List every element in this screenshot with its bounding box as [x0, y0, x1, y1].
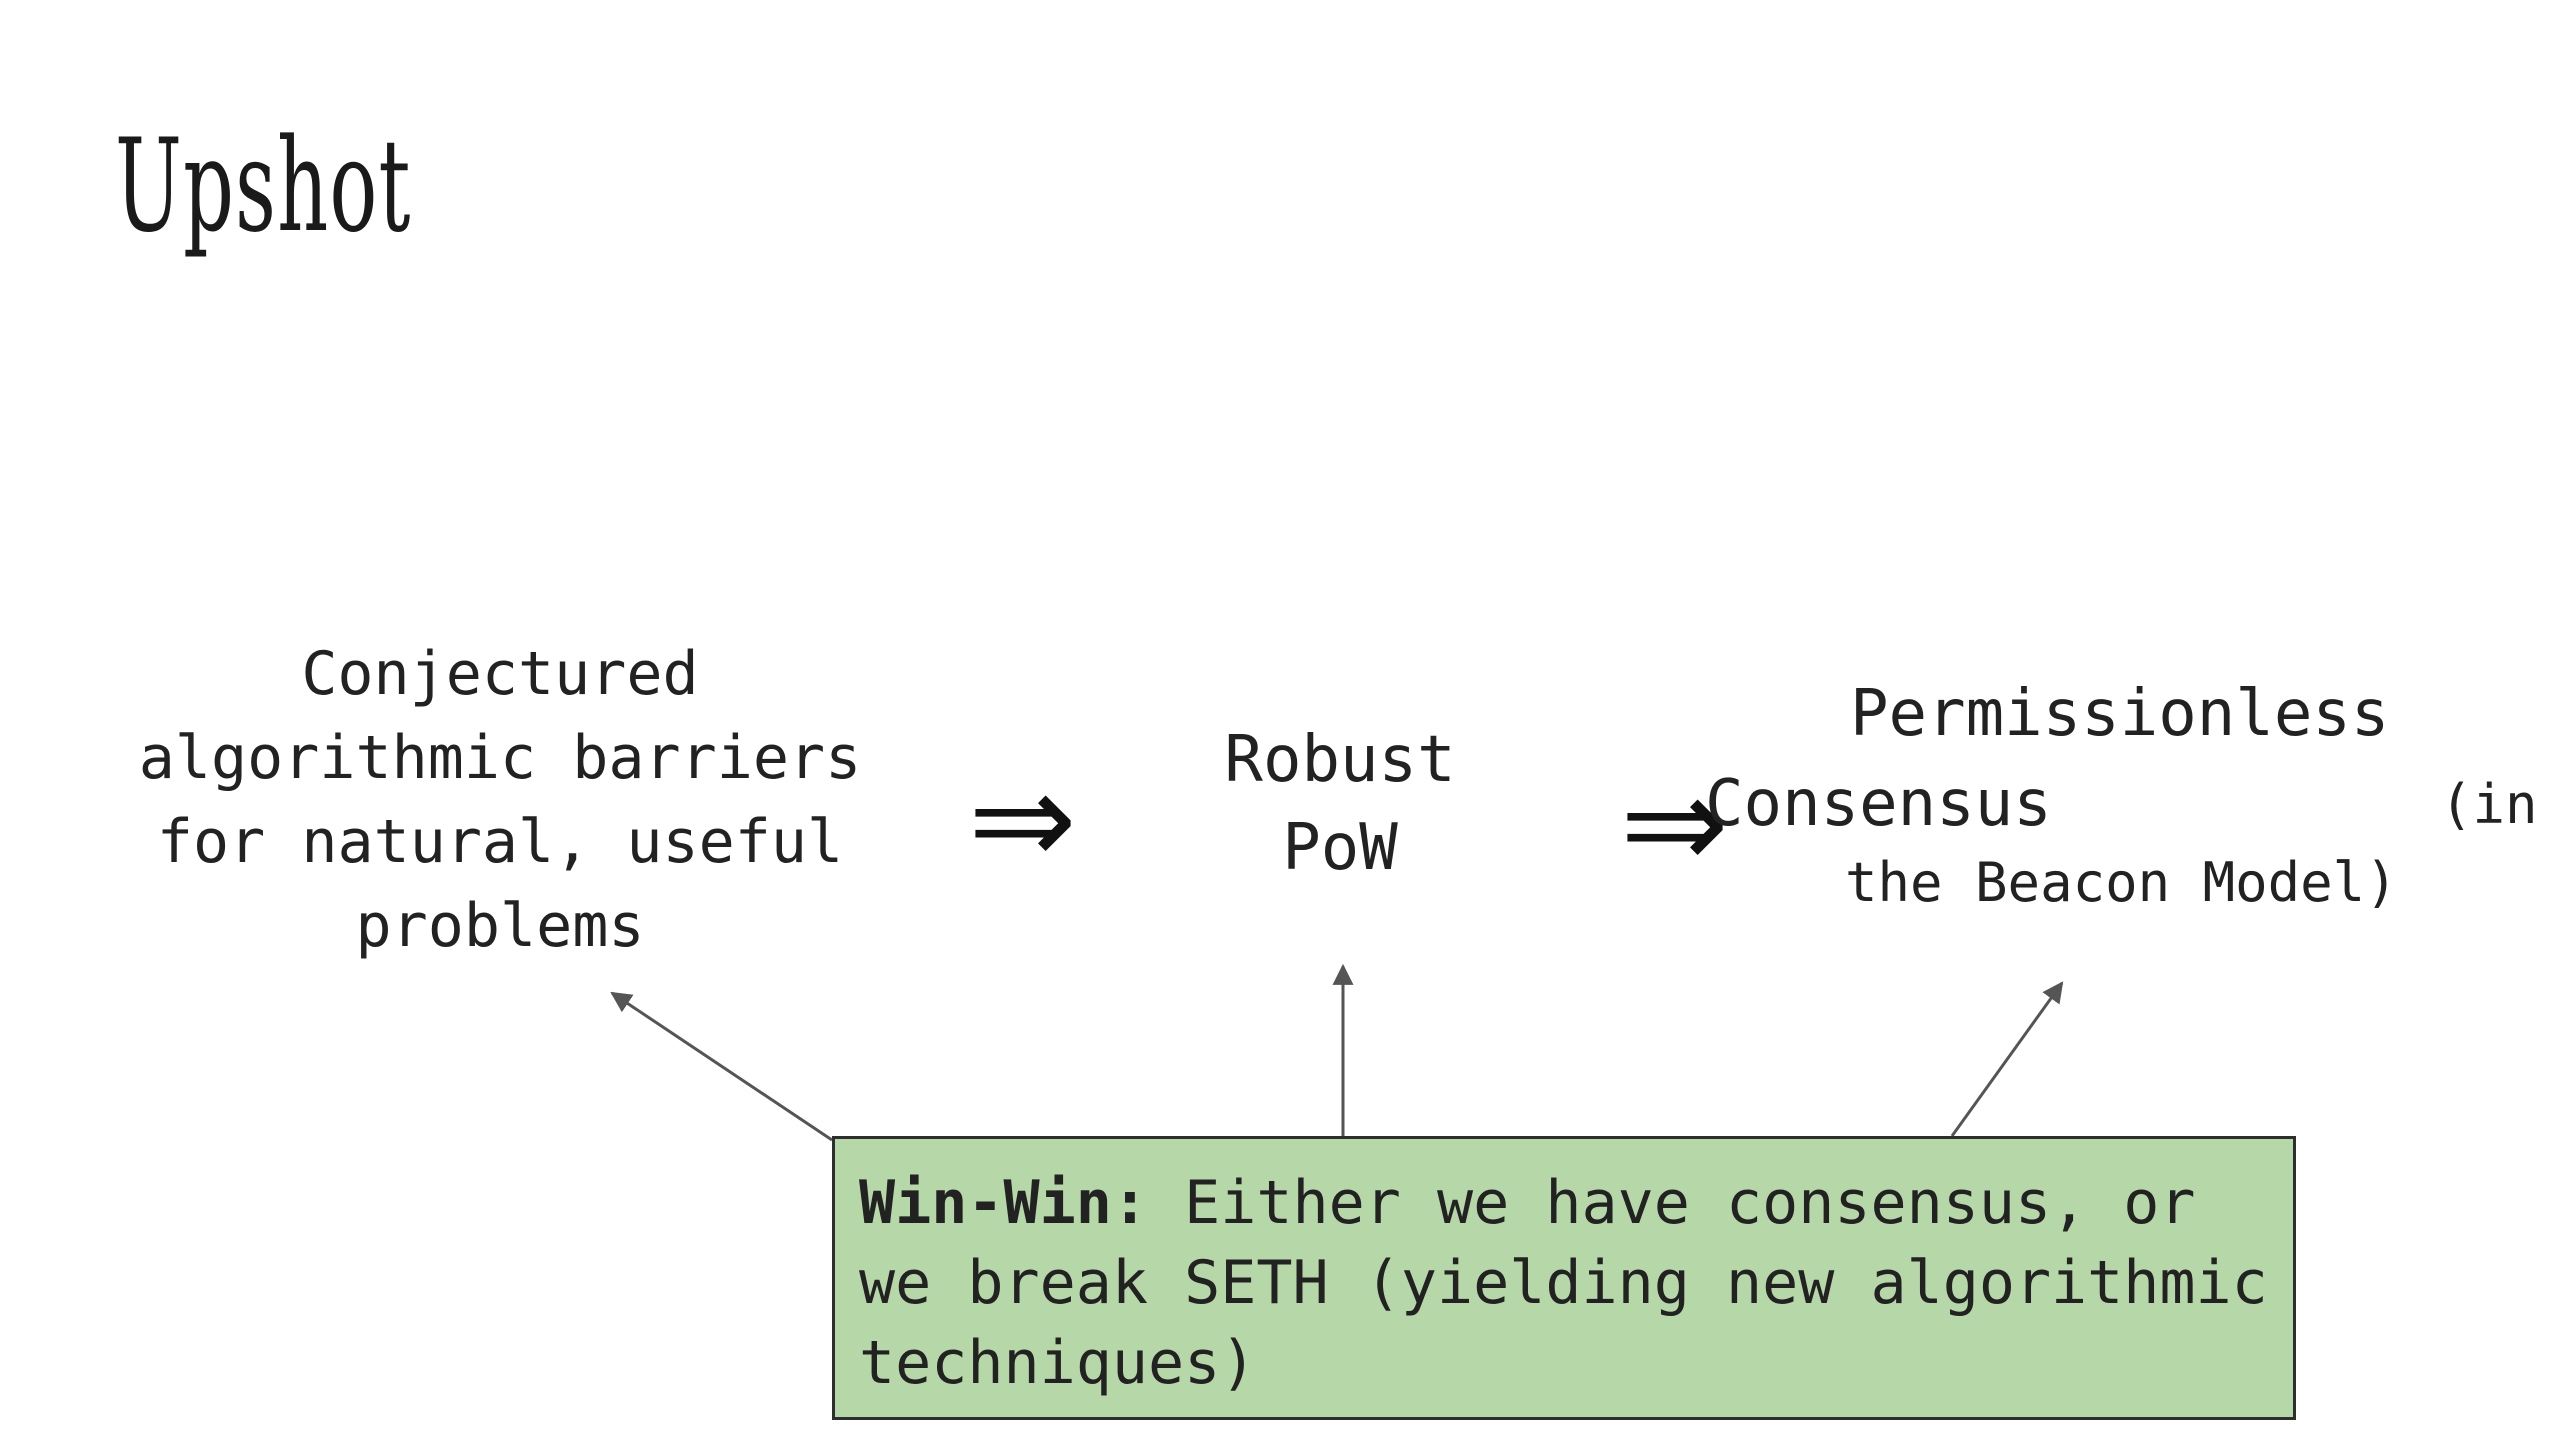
node-line: Robust	[1224, 723, 1456, 797]
callout-lead: Win-Win:	[859, 1168, 1148, 1238]
win-win-callout: Win-Win: Either we have consensus, or we…	[832, 1136, 2296, 1420]
node-line: algorithmic barriers	[138, 723, 862, 793]
node-line: PoW	[1282, 811, 1398, 885]
arrow-to-consensus	[1950, 981, 2064, 1137]
node-algorithmic-barriers: Conjectured algorithmic barriers for nat…	[100, 632, 900, 968]
node-line: the Beacon Model)	[1845, 851, 2398, 914]
arrow-to-barriers	[610, 991, 833, 1142]
slide-title: Upshot	[115, 112, 412, 261]
callout-text: Either we have consensus, or we break SE…	[859, 1168, 2268, 1398]
implies-arrow-2: ⇒	[1620, 747, 1729, 899]
node-robust-pow: Robust PoW	[1150, 716, 1530, 892]
node-line-suffix: (in	[2440, 773, 2538, 836]
node-line: Consensus	[1705, 767, 2052, 841]
node-line: for natural, useful	[156, 807, 844, 877]
node-line: Conjectured	[301, 639, 699, 709]
implies-arrow-1: ⇒	[968, 743, 1077, 895]
node-line: problems	[355, 891, 645, 961]
